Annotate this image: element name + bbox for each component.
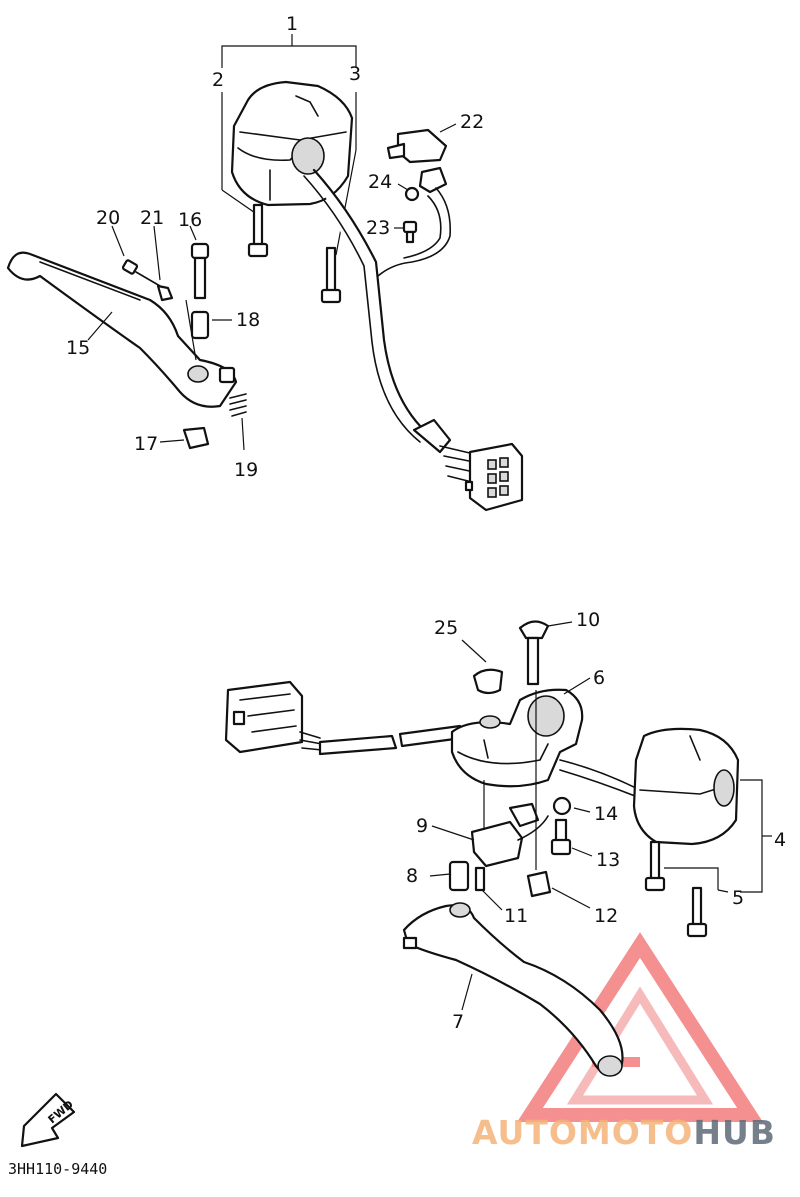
bolt-20 (121, 259, 161, 287)
fwd-arrow-icon: FWD (20, 1092, 76, 1148)
connector-lower (224, 680, 323, 754)
callout-numbers: 1 2 3 4 5 6 7 8 9 10 11 12 13 14 15 16 1… (66, 13, 786, 1033)
callout-2: 2 (212, 69, 224, 91)
connector-upper (412, 418, 524, 512)
callout-17: 17 (134, 433, 158, 455)
callout-3: 3 (349, 63, 361, 85)
callout-21: 21 (140, 207, 164, 229)
callout-14: 14 (594, 803, 618, 825)
callout-1: 1 (286, 13, 298, 35)
screw-23 (402, 220, 418, 244)
bolt-13 (550, 818, 572, 856)
screw-2 (247, 203, 269, 258)
collar-8 (448, 860, 470, 892)
screw-11 (474, 866, 486, 892)
cap-25 (472, 668, 504, 695)
callout-5: 5 (732, 887, 744, 909)
callout-8: 8 (406, 865, 418, 887)
callout-10: 10 (576, 609, 600, 631)
callout-22: 22 (460, 111, 484, 133)
watermark-text: AUTOMOTOHUB (472, 1113, 776, 1152)
callout-11: 11 (504, 905, 528, 927)
right-switch-housing-4 (632, 727, 740, 846)
drawing-code: 3HH110-9440 (8, 1160, 107, 1178)
callout-15: 15 (66, 337, 90, 359)
callout-13: 13 (596, 849, 620, 871)
callout-9: 9 (416, 815, 428, 837)
brake-lever-7 (402, 902, 624, 1077)
callout-24: 24 (368, 171, 392, 193)
master-cylinder-holder-6 (450, 688, 584, 788)
callout-20: 20 (96, 207, 120, 229)
clutch-switch-22 (386, 128, 448, 194)
clutch-lever-15 (6, 251, 238, 408)
screw-3 (320, 246, 342, 304)
callout-7: 7 (452, 1011, 464, 1033)
screw-10 (518, 620, 550, 686)
callout-19: 19 (234, 459, 258, 481)
callout-23: 23 (366, 217, 390, 239)
callout-6: 6 (593, 667, 605, 689)
callout-25: 25 (434, 617, 458, 639)
callout-4: 4 (774, 829, 786, 851)
callout-12: 12 (594, 905, 618, 927)
right-switch-assembly (224, 620, 772, 1077)
left-switch-assembly (6, 34, 524, 512)
pivot-bolt-16 (190, 242, 210, 300)
watermark-logo (517, 932, 763, 1122)
callout-16: 16 (178, 209, 202, 231)
collar-18 (190, 310, 210, 340)
watermark-part2: HUB (693, 1113, 776, 1152)
callout-18: 18 (236, 309, 260, 331)
watermark-part1: AUTOMOTO (472, 1113, 693, 1152)
